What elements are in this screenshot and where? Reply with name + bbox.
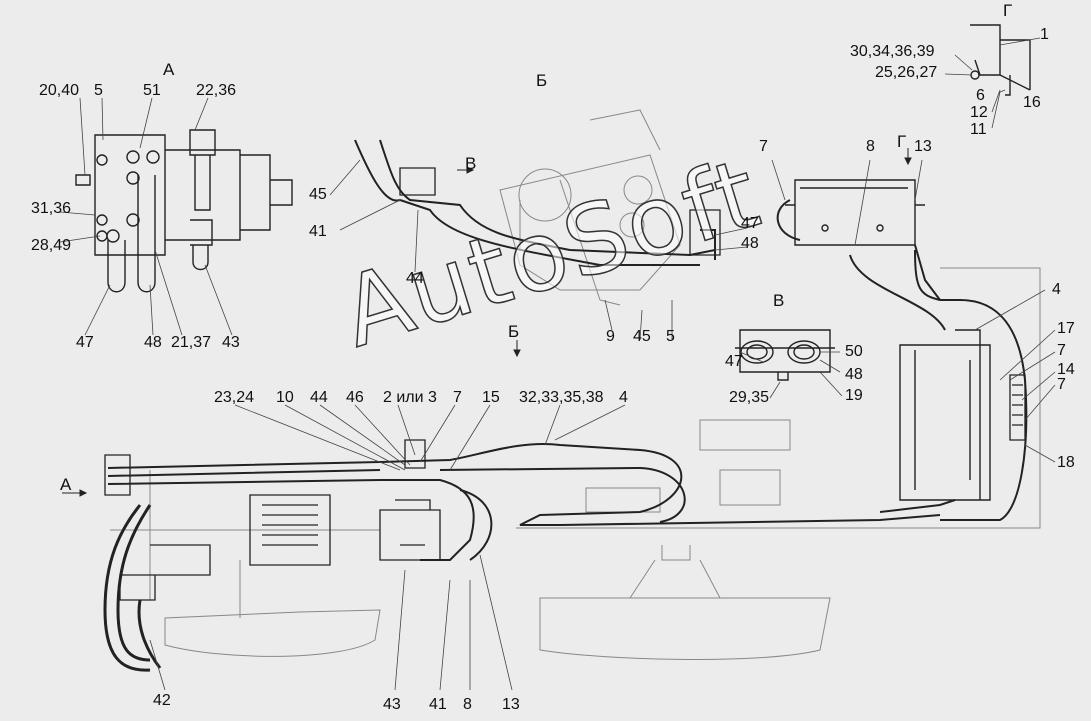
- tank-unit: [119, 544, 211, 601]
- callout: 45: [633, 328, 651, 345]
- callout: 45: [309, 186, 327, 203]
- callout: 44: [310, 389, 328, 406]
- bracket-g: [970, 24, 1031, 96]
- callout: 47: [725, 353, 743, 370]
- view-arrow-g-label: Г: [897, 132, 907, 151]
- coil-15: [1009, 374, 1026, 441]
- callout: 43: [383, 696, 401, 713]
- callout: 8: [463, 696, 472, 713]
- cooler-feed: [879, 249, 1028, 521]
- callout: 31,36: [31, 200, 72, 217]
- valve-a-main: [104, 454, 131, 496]
- view-title-a: А: [163, 60, 175, 79]
- callout: 51: [143, 82, 161, 99]
- callout: 11: [970, 121, 987, 138]
- callout: 2 или 3: [383, 389, 437, 406]
- callout: 7: [759, 138, 768, 155]
- view-arrow-a-label: А: [60, 475, 72, 494]
- drag-chain: [103, 504, 152, 672]
- callout: 1: [1040, 26, 1049, 43]
- callout: 7: [1057, 376, 1066, 393]
- callout: 30,34,36,39: [850, 43, 935, 60]
- callout: 4: [1052, 281, 1061, 298]
- callout: 48: [144, 334, 162, 351]
- lower-body-lines: [585, 419, 791, 513]
- callout: 41: [429, 696, 447, 713]
- engine-outline: [539, 597, 831, 660]
- frame-left: [110, 470, 380, 618]
- callout: 18: [1057, 454, 1075, 471]
- hose-a-loop: [107, 175, 156, 293]
- gear-circle-3: [619, 212, 645, 238]
- callout: 22,36: [196, 82, 237, 99]
- filter-unit: [249, 494, 331, 566]
- radiator-body: [899, 329, 991, 501]
- leader-lines: [59, 37, 1056, 691]
- callout: 7: [1057, 342, 1066, 359]
- callout: 16: [1023, 94, 1041, 111]
- callout: 28,49: [31, 237, 72, 254]
- cooler-hose-loop: [776, 199, 946, 331]
- upper-hose-bundle: [354, 139, 716, 266]
- callout: 25,26,27: [875, 64, 938, 81]
- callout: 13: [914, 138, 932, 155]
- callout: 19: [845, 387, 863, 404]
- gearbox-outline: [499, 154, 681, 291]
- callout: 29,35: [729, 389, 770, 406]
- callout: 20,40: [39, 82, 80, 99]
- callout: 8: [866, 138, 875, 155]
- callout: 14: [1057, 361, 1075, 378]
- callout: 5: [94, 82, 103, 99]
- callout: 6: [976, 87, 985, 104]
- return-hose: [439, 466, 686, 561]
- view-arrow-b-label: Б: [508, 322, 520, 341]
- valve-b-unit: [399, 167, 721, 469]
- valve-block-a: [94, 134, 293, 256]
- view-title-v: В: [773, 291, 785, 310]
- view-title-b: Б: [536, 71, 548, 90]
- gearbox-lines: [519, 109, 661, 306]
- callout: 17: [1057, 320, 1075, 337]
- callout: 50: [845, 343, 863, 360]
- callout: 47: [741, 215, 759, 232]
- callout: 12: [970, 104, 988, 121]
- callout: 43: [222, 334, 240, 351]
- callout: 23,24: [214, 389, 255, 406]
- callout: 41: [309, 223, 327, 240]
- callout: 4: [619, 389, 628, 406]
- callout: 10: [276, 389, 294, 406]
- callout: 9: [606, 328, 615, 345]
- main-hose-bundle: [107, 443, 941, 561]
- gear-circle-2: [623, 175, 653, 205]
- view-arrow-v-label: В: [465, 154, 477, 173]
- pump-unit: [379, 499, 441, 561]
- callout: 13: [502, 696, 520, 713]
- view-title-g: Г: [1003, 1, 1013, 20]
- gear-circle-1: [518, 168, 572, 222]
- callout: 46: [346, 389, 364, 406]
- callout: 7: [453, 389, 462, 406]
- oil-cooler: [785, 179, 925, 246]
- wheel-outline: [629, 545, 721, 599]
- fitting-22: [189, 129, 216, 271]
- frame-outline: [516, 267, 1041, 529]
- callout: 32,33,35,38: [519, 389, 604, 406]
- callout: 44: [406, 270, 424, 287]
- callout: 42: [153, 692, 171, 709]
- callout: 47: [76, 334, 94, 351]
- tank-outline: [164, 609, 381, 657]
- callout: 48: [845, 366, 863, 383]
- callout: 48: [741, 235, 759, 252]
- callout: 15: [482, 389, 500, 406]
- callout: 5: [666, 328, 675, 345]
- callout: 21,37: [171, 334, 212, 351]
